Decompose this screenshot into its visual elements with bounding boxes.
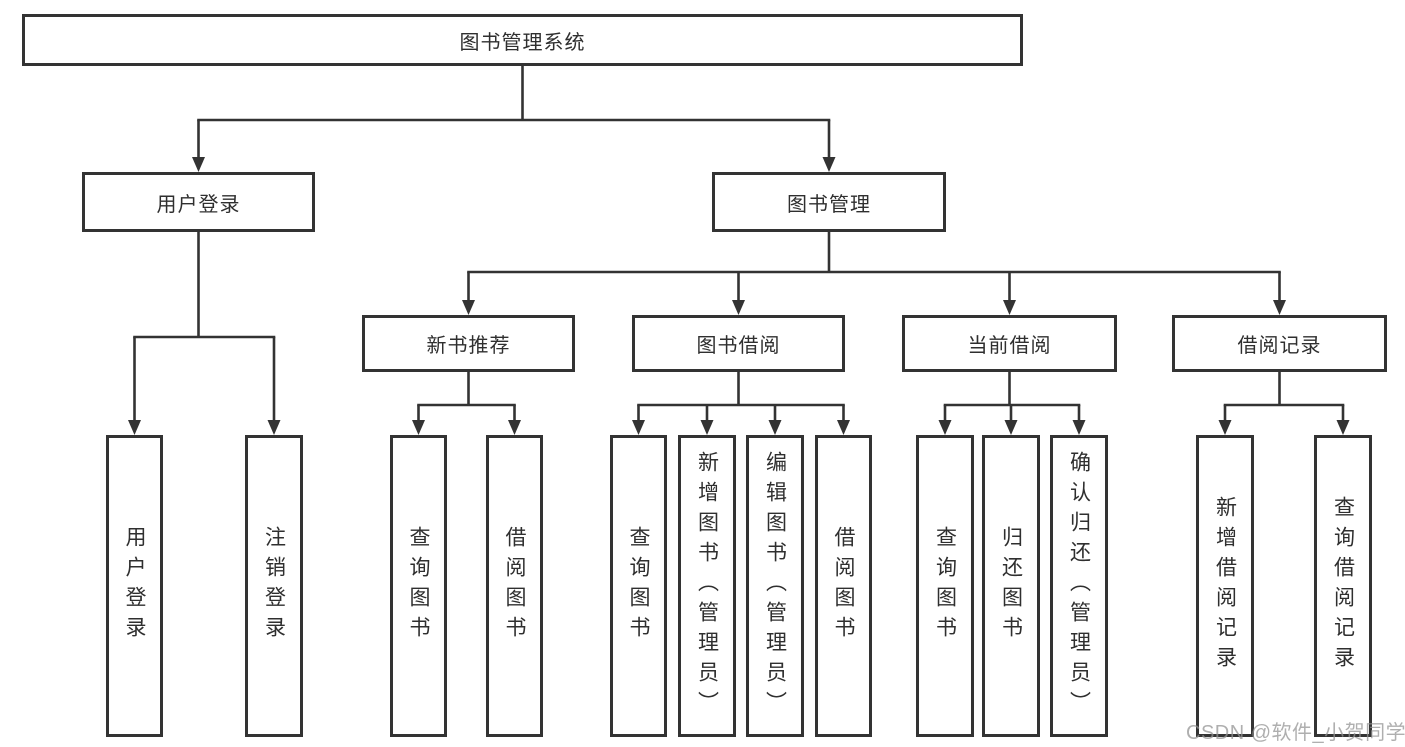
leaf-return-book-label: 归还图书 — [999, 526, 1023, 646]
leaf-query-book-current-label: 查询图书 — [933, 526, 957, 646]
leaf-user-login-label: 用户登录 — [123, 526, 146, 646]
node-current-borrowing: 当前借阅 — [902, 315, 1117, 372]
leaf-query-borrow-record-label: 查询借阅记录 — [1331, 496, 1355, 676]
leaf-borrow-book-borrowing-label: 借阅图书 — [832, 526, 855, 646]
node-new-book-recommend-label: 新书推荐 — [426, 335, 511, 357]
leaf-logout-label: 注销登录 — [262, 526, 286, 646]
leaf-query-book-current: 查询图书 — [916, 435, 974, 737]
node-book-management: 图书管理 — [712, 172, 946, 232]
leaf-user-login: 用户登录 — [106, 435, 163, 737]
leaf-return-book: 归还图书 — [982, 435, 1040, 737]
leaf-add-book-admin: 新增图书（管理员） — [678, 435, 736, 737]
leaf-add-book-admin-label: 新增图书（管理员） — [695, 451, 719, 721]
node-root-label: 图书管理系统 — [459, 31, 586, 54]
node-root: 图书管理系统 — [22, 14, 1023, 66]
node-new-book-recommend: 新书推荐 — [362, 315, 575, 372]
leaf-edit-book-admin: 编辑图书（管理员） — [746, 435, 804, 737]
leaf-query-borrow-record: 查询借阅记录 — [1314, 435, 1372, 737]
leaf-edit-book-admin-label: 编辑图书（管理员） — [763, 451, 787, 721]
leaf-query-book-borrowing: 查询图书 — [610, 435, 667, 737]
leaf-query-book-recommend-label: 查询图书 — [407, 526, 430, 646]
node-user-login-label: 用户登录 — [156, 193, 241, 216]
node-current-borrowing-label: 当前借阅 — [967, 335, 1052, 357]
leaf-logout: 注销登录 — [245, 435, 303, 737]
node-user-login: 用户登录 — [82, 172, 315, 232]
leaf-query-book-borrowing-label: 查询图书 — [627, 526, 650, 646]
leaf-borrow-book-recommend-label: 借阅图书 — [503, 526, 526, 646]
leaf-borrow-book-borrowing: 借阅图书 — [815, 435, 872, 737]
node-borrowing-records-label: 借阅记录 — [1237, 335, 1322, 357]
node-book-management-label: 图书管理 — [787, 193, 871, 216]
watermark: CSDN @软件_小贺同学 — [1186, 722, 1405, 744]
leaf-add-borrow-record: 新增借阅记录 — [1196, 435, 1254, 737]
node-borrowing-records: 借阅记录 — [1172, 315, 1387, 372]
leaf-confirm-return-admin: 确认归还（管理员） — [1050, 435, 1108, 737]
leaf-add-borrow-record-label: 新增借阅记录 — [1213, 496, 1237, 676]
leaf-confirm-return-admin-label: 确认归还（管理员） — [1067, 451, 1091, 721]
leaf-borrow-book-recommend: 借阅图书 — [486, 435, 543, 737]
node-book-borrowing-label: 图书借阅 — [696, 335, 781, 357]
node-book-borrowing: 图书借阅 — [632, 315, 845, 372]
leaf-query-book-recommend: 查询图书 — [390, 435, 447, 737]
